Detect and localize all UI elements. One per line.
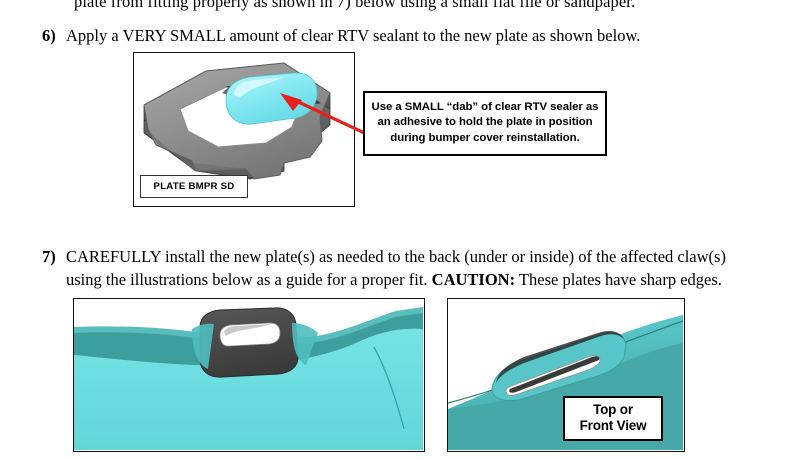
installed-plate-left-illustration [74,307,423,450]
bumper-cover-lower [74,328,423,450]
view-label-line-2: Front View [579,418,647,433]
step-6-number: 6) [42,26,56,45]
plate-sealant-illustration [143,62,331,180]
callout-line-2: an adhesive to hold the plate in positio… [377,116,593,129]
rtv-sealer-callout: Use a SMALL “dab” of clear RTV sealer as… [363,91,607,157]
clipped-previous-step-text: plate from fitting properly as shown in … [74,0,636,11]
step-7-caution-label: CAUTION: [431,270,516,289]
bumper-claw-right-wedge [292,323,318,365]
step-7-text: CAREFULLY install the new plate(s) as ne… [66,245,738,291]
view-label-line-1: Top or [593,402,633,417]
instruction-step-6: 6) Apply a VERY SMALL amount of clear RT… [36,24,776,47]
view-label: Top or Front View [563,396,663,441]
figure-plate-with-sealant [133,52,355,207]
figure-installed-plate-left [73,298,425,452]
sealant-highlight [234,77,284,98]
callout-line-3: during bumper cover reinstallation. [390,131,580,144]
step-7-text-part-2: These plates have sharp edges. [515,270,722,289]
bumper-fold-line-right [373,346,405,430]
installed-plate-edge [509,356,600,393]
plate-part-label-text: PLATE BMPR SD [153,181,235,192]
plate-shadow [148,131,252,177]
plate-slot-shadow [224,324,270,336]
step-7-number: 7) [42,247,56,266]
instruction-step-7: 7) CAREFULLY install the new plate(s) as… [36,245,752,291]
step-7-text-part-1: CAREFULLY install the new plate(s) as ne… [66,247,726,289]
callout-line-1: Use a SMALL “dab” of clear RTV sealer as [371,101,599,113]
bumper-claw-left-wedge [192,323,214,369]
bumper-flange-highlight [74,307,423,343]
plate-part-label: PLATE BMPR SD [140,175,248,198]
step-6-text: Apply a VERY SMALL amount of clear RTV s… [66,26,641,45]
